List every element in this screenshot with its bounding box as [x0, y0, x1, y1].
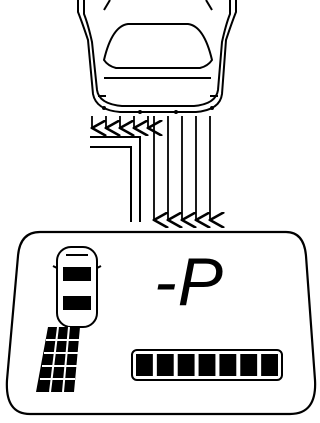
car-rear-top-view-icon	[77, 0, 237, 113]
segment-bar-cell	[156, 354, 174, 376]
obstacle-outline	[90, 136, 141, 222]
segment-bar-frame	[131, 349, 283, 381]
display-code-text: -P	[154, 244, 224, 320]
car-top-view-icon	[52, 246, 102, 328]
segment-bar-cell	[219, 354, 237, 376]
sensor-dots	[102, 106, 214, 114]
segment-bar-cell	[240, 354, 258, 376]
sensor-zone-fan-icon	[36, 326, 80, 393]
segment-bar-cell	[261, 354, 278, 376]
segment-bar-cell	[177, 354, 195, 376]
display-panel-frame	[5, 230, 317, 416]
segment-bar-cell	[136, 354, 153, 376]
distance-segment-bar	[131, 349, 283, 381]
detection-arrows	[154, 116, 210, 220]
reflected-arrows	[92, 116, 148, 128]
segment-bar-cell	[198, 354, 216, 376]
